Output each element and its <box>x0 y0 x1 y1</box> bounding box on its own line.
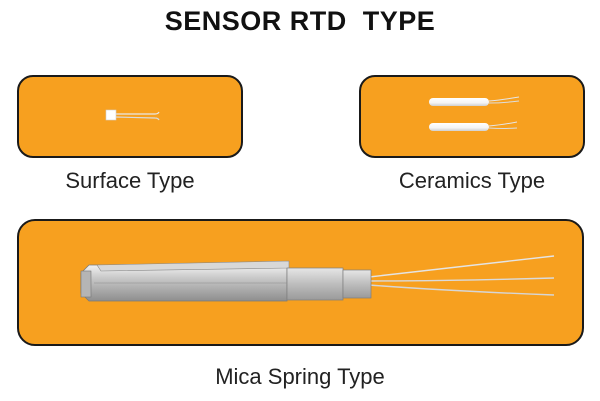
mica-spring-type-panel <box>17 219 584 346</box>
mica-spring-sensor-illustration <box>80 255 555 302</box>
surface-type-panel <box>17 75 243 158</box>
ceramic-type-panel <box>359 75 585 158</box>
ceramic-sensor-illustration <box>429 96 520 131</box>
surface-type-caption: Surface Type <box>65 168 195 193</box>
page-title: SENSOR RTD TYPE <box>164 6 436 36</box>
surface-sensor-illustration <box>105 109 160 121</box>
mica-spring-type-caption: Mica Spring Type <box>215 364 385 389</box>
ceramic-type-caption: Ceramics Type <box>398 168 546 193</box>
